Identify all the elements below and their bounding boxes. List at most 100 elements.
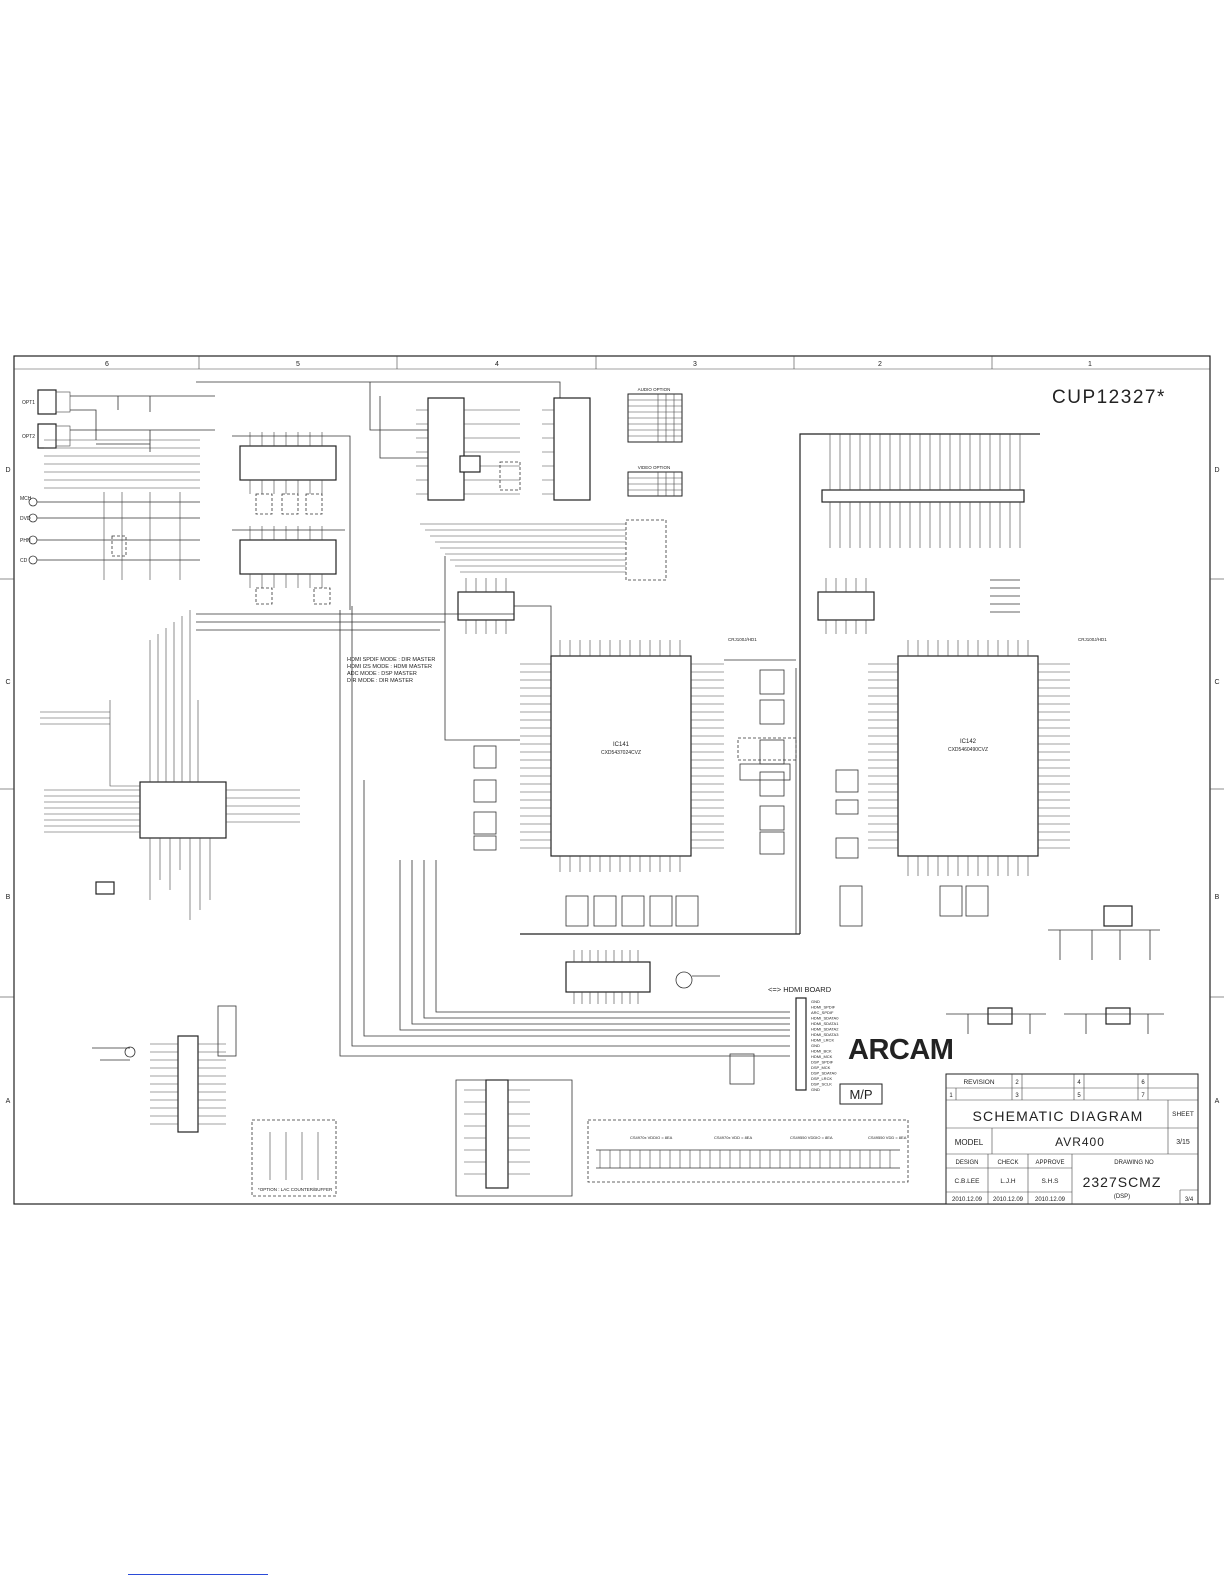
memory-chip <box>457 591 515 621</box>
revision-label: REVISION <box>963 1079 994 1086</box>
mode-note: HDMI SPDIF MODE : DIR MASTER <box>347 657 435 663</box>
row-label: D <box>1214 467 1219 474</box>
ic141-ref: IC141 <box>613 742 630 748</box>
svg-text:MCH: MCH <box>20 496 32 502</box>
rev-cell: 5 <box>1077 1093 1081 1099</box>
row-label: A <box>1215 1098 1220 1105</box>
rev-cell: 1 <box>949 1093 953 1099</box>
hdmi-buffer-chip <box>565 961 651 993</box>
ic142-ref: IC142 <box>960 739 977 745</box>
svg-text:DSP_SDATA0: DSP_SDATA0 <box>811 1071 837 1076</box>
buffer-chip-1 <box>239 445 337 481</box>
sheet-number: 3/15 <box>1176 1139 1190 1146</box>
decoupling-capacitor-bank <box>587 1119 909 1183</box>
hdmi-board-connector <box>795 997 807 1091</box>
date: 2010.12.09 <box>1035 1197 1066 1203</box>
svg-text:AUDIO OPTION: AUDIO OPTION <box>638 387 671 392</box>
option-box-label: *OPTION : LAC COUNTER/BUFFER <box>258 1187 333 1192</box>
input-label: OPT2 <box>22 434 35 440</box>
svg-text:HDMI_SDATA0: HDMI_SDATA0 <box>811 1016 839 1021</box>
bus-connector <box>625 519 667 581</box>
rev-cell: 7 <box>1141 1093 1145 1099</box>
row-label: A <box>6 1098 11 1105</box>
rev-cell: 2 <box>1015 1080 1019 1086</box>
regulator-circuits <box>946 905 1164 1034</box>
row-label: C <box>5 679 10 686</box>
designer: C.B.LEE <box>955 1178 981 1185</box>
row-label: D <box>5 467 10 474</box>
svg-text:HDMI_SDATA3: HDMI_SDATA3 <box>811 1032 839 1037</box>
ic141-top-label: CRJ100J/HD1 <box>728 637 757 642</box>
svg-text:DSP_LRCK: DSP_LRCK <box>811 1076 832 1081</box>
bottom-link-underline <box>128 1574 268 1575</box>
connector-chip-2 <box>553 397 591 501</box>
approver: S.H.S <box>1042 1178 1060 1185</box>
column-label: 5 <box>296 361 300 368</box>
svg-text:PHN: PHN <box>20 538 31 544</box>
svg-text:CD: CD <box>20 558 28 564</box>
column-label: 4 <box>495 361 499 368</box>
connector-chip-1 <box>427 397 465 501</box>
drawing-no-label: DRAWING NO <box>1114 1160 1154 1166</box>
svg-text:GND: GND <box>811 1043 820 1048</box>
top-right-connector <box>821 489 1025 503</box>
memory-chip-2 <box>817 591 875 621</box>
input-label: OPT1 <box>22 400 35 406</box>
ic141-part: CXD5437024CVZ <box>601 750 641 756</box>
hdmi-board-label: <=> HDMI BOARD <box>768 985 832 994</box>
approve-label: APPROVE <box>1035 1160 1064 1166</box>
column-label: 6 <box>105 361 109 368</box>
decoupling-label: CS49550 VDDIO = 8EA <box>790 1135 833 1140</box>
svg-text:DSP_SCLK: DSP_SCLK <box>811 1082 832 1087</box>
svg-text:GND: GND <box>811 999 820 1004</box>
mode-note: DIR MODE : DIR MASTER <box>347 678 413 684</box>
optical-jack-1 <box>37 389 57 415</box>
column-label: 3 <box>693 361 697 368</box>
rev-cell: 4 <box>1077 1080 1081 1086</box>
svg-text:HDMI_SDATA1: HDMI_SDATA1 <box>811 1021 839 1026</box>
brand-logo: ARCAM <box>848 1034 953 1066</box>
svg-text:HDMI_LRCK: HDMI_LRCK <box>811 1038 834 1043</box>
ic142-part: CXD5460490CVZ <box>948 747 988 753</box>
model-value: AVR400 <box>1055 1135 1105 1149</box>
model-label: MODEL <box>955 1138 984 1147</box>
ic142-top-label: CRJ100J/HD1 <box>1078 637 1107 642</box>
decoupling-label: CS4970x VDDIO = 8EA <box>630 1135 673 1140</box>
mode-note: HDMI I2S MODE : HDMI MASTER <box>347 664 432 670</box>
sheet-label: SHEET <box>1172 1111 1194 1118</box>
date: 2010.12.09 <box>952 1197 983 1203</box>
title-block: REVISION 1 2 3 4 5 6 7 SCHEMATIC DIAGRAM… <box>945 1073 1199 1205</box>
row-label: B <box>1215 894 1220 901</box>
dir-adc-chip <box>139 781 227 839</box>
mode-note: ADC MODE : DSP MASTER <box>347 671 417 677</box>
ic142-dsp-chip <box>897 655 1039 857</box>
option-box <box>251 1119 337 1197</box>
hdmi-signal-list: GND HDMI_SPDIF ARC_SPDIF HDMI_SDATA0 HDM… <box>811 999 839 1092</box>
svg-text:HDMI_SDATA2: HDMI_SDATA2 <box>811 1027 839 1032</box>
rev-cell: 3 <box>1015 1093 1019 1099</box>
svg-text:DVD: DVD <box>20 516 31 522</box>
check-label: CHECK <box>997 1160 1018 1166</box>
decoupling-label: CS49550 VDD = 8EA <box>868 1135 907 1140</box>
mp-label: M/P <box>849 1087 872 1102</box>
page-number: 3/4 <box>1185 1197 1194 1203</box>
mp-box <box>839 1083 883 1105</box>
column-label: 1 <box>1088 361 1092 368</box>
drawing-number: 2327SCMZ <box>1083 1174 1162 1190</box>
svg-text:DSP_SPDIF: DSP_SPDIF <box>811 1060 834 1065</box>
sheet-border <box>13 355 1211 1205</box>
drawing-sub: (DSP) <box>1114 1194 1130 1200</box>
svg-text:DSP_MCK: DSP_MCK <box>811 1065 831 1070</box>
svg-text:HDMI_MCK: HDMI_MCK <box>811 1054 833 1059</box>
analog-input-block: MCH DVD PHN CD <box>20 492 200 580</box>
small-logic-chip <box>95 881 115 895</box>
svg-text:HDMI_SPDIF: HDMI_SPDIF <box>811 1005 836 1010</box>
svg-text:HDMI_BCK: HDMI_BCK <box>811 1049 832 1054</box>
svg-text:GND: GND <box>811 1087 820 1092</box>
rev-cell: 6 <box>1141 1080 1145 1086</box>
row-label: C <box>1214 679 1219 686</box>
counter-chip <box>485 1079 509 1189</box>
audio-option-table: AUDIO OPTION <box>627 387 683 443</box>
audio-codec-chip <box>177 1035 199 1133</box>
checker: L.J.H <box>1000 1178 1015 1185</box>
